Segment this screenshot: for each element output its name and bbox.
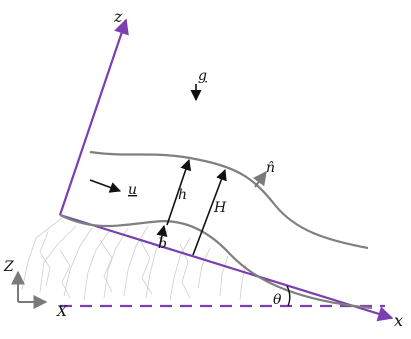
- g-label: g: [198, 68, 207, 84]
- X-axis-label: X: [56, 304, 68, 320]
- u-label: u: [128, 182, 137, 198]
- free-surface-curve: [89, 150, 369, 250]
- z-axis-label: z: [113, 7, 123, 26]
- x-axis-label: x: [394, 311, 403, 330]
- terrain-texture: [21, 217, 247, 301]
- z-axis: [58, 18, 129, 216]
- b-label: b: [158, 236, 167, 252]
- normal-vector-arrow: [252, 170, 267, 188]
- n-hat-label: n̂: [266, 160, 275, 176]
- h-arrow: [166, 158, 192, 226]
- theta-label: θ: [273, 292, 282, 308]
- H-label: H: [213, 200, 227, 216]
- theta-angle-arc: [286, 285, 291, 307]
- H-arrow: [192, 168, 227, 256]
- b-arrow: [156, 224, 168, 246]
- x-axis: [59, 213, 394, 322]
- h-label: h: [178, 187, 187, 203]
- Z-axis-label: Z: [3, 259, 14, 275]
- u-arrow: [89, 179, 122, 193]
